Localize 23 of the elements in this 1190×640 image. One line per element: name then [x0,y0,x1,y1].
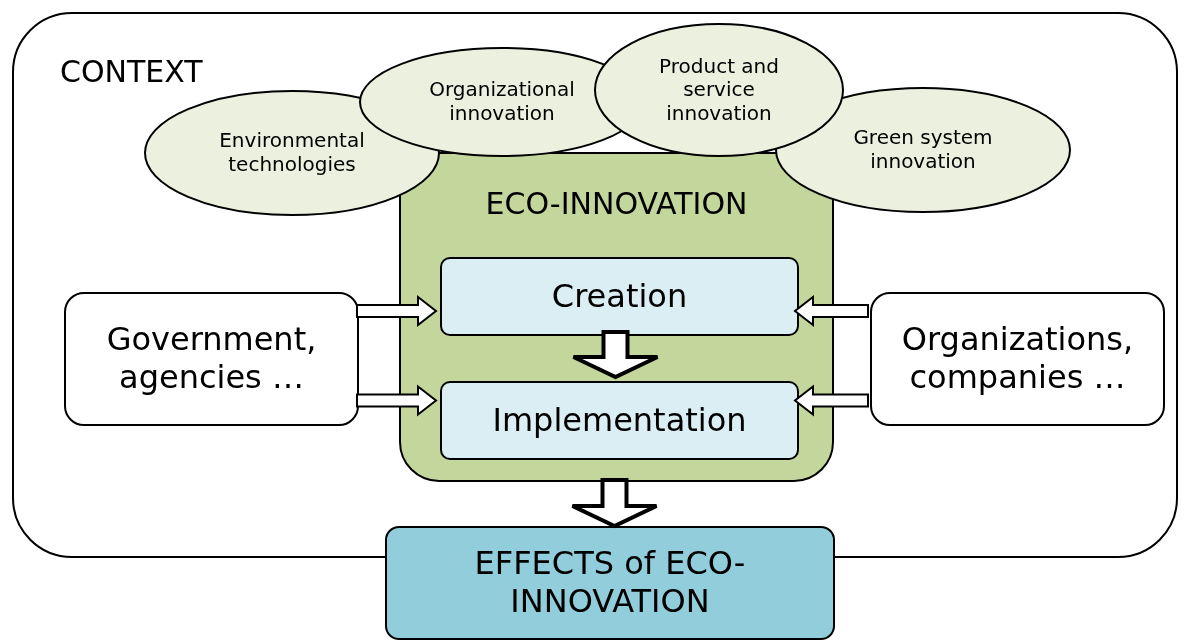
box-label: Creation [551,277,688,316]
box-label: EFFECTS of ECO-INNOVATION [473,545,747,621]
process-box [870,292,1165,426]
block-arrow [793,384,869,417]
process-box [385,526,835,640]
block-arrow [571,330,660,380]
box-label: Government, agencies … [105,321,318,397]
block-arrow [570,478,659,529]
process-box [440,257,799,336]
node-label: Green system innovation [852,126,994,174]
block-arrow [793,294,869,328]
block-arrow [356,384,438,417]
group-title: CONTEXT [60,54,203,90]
block-arrow [356,294,438,328]
node-label: Environmental technologies [218,129,366,177]
process-box [64,292,359,426]
group-title: ECO-INNOVATION [484,186,749,222]
process-box [440,381,799,460]
node-label: Product and service innovation [658,54,780,126]
box-label: Implementation [492,401,747,440]
group-box [399,152,834,482]
box-label: Organizations, companies … [900,321,1135,397]
node-label: Organizational innovation [428,78,576,126]
